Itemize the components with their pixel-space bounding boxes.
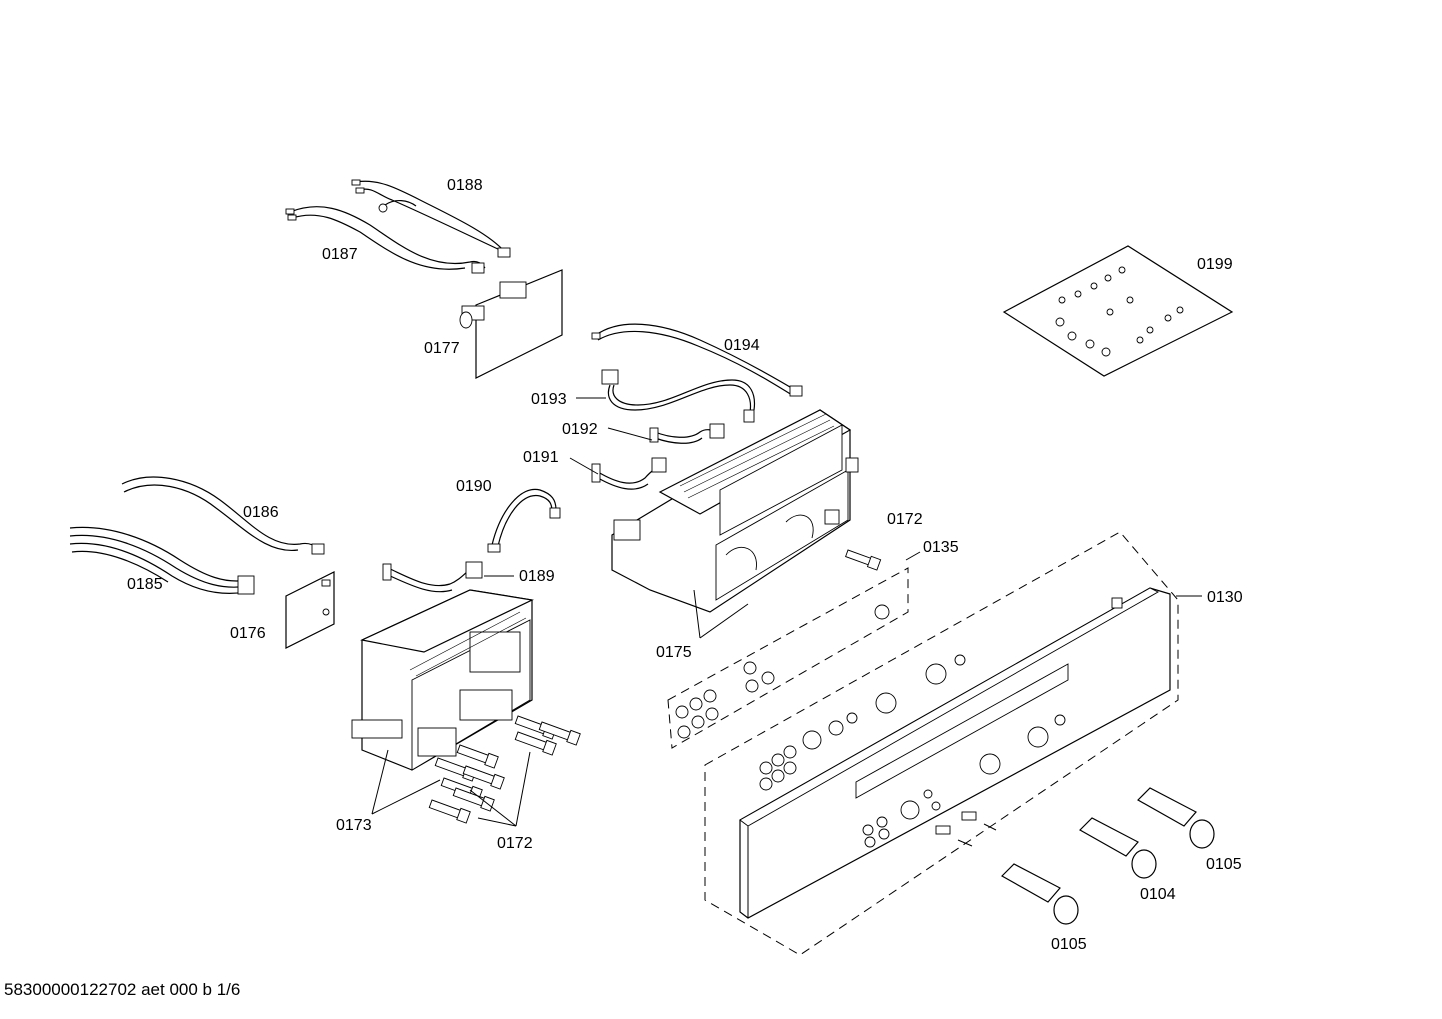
control-board-0177 — [459, 269, 563, 379]
label-0192: 0192 — [562, 421, 598, 438]
label-0187: 0187 — [322, 246, 358, 263]
knob-0104 — [1079, 817, 1157, 879]
screw-bag-0199 — [1002, 245, 1234, 377]
front-panel-0130 — [704, 531, 1179, 956]
label-0188: 0188 — [447, 177, 483, 194]
wire-harness-0192 — [649, 423, 725, 444]
label-0175: 0175 — [656, 644, 692, 661]
leader-lines — [371, 397, 1202, 827]
label-0176: 0176 — [230, 625, 266, 642]
label-0193: 0193 — [531, 391, 567, 408]
wire-harness-0189 — [382, 561, 483, 593]
label-0199: 0199 — [1197, 256, 1233, 273]
wire-harness-0193 — [601, 369, 756, 423]
drawing-reference-footer: 58300000122702 aet 000 b 1/6 — [4, 980, 241, 999]
label-0130: 0130 — [1207, 589, 1243, 606]
label-0172-bottom: 0172 — [497, 835, 533, 852]
label-0191: 0191 — [523, 449, 559, 466]
knob-0105-a — [1137, 787, 1215, 849]
label-0135: 0135 — [923, 539, 959, 556]
label-0186: 0186 — [243, 504, 279, 521]
control-module-right — [611, 409, 882, 613]
label-0105-bottom: 0105 — [1051, 936, 1087, 953]
button-set-0135 — [667, 567, 909, 749]
wire-harness-0190 — [487, 488, 561, 553]
label-0190: 0190 — [456, 478, 492, 495]
label-0177: 0177 — [424, 340, 460, 357]
label-0173: 0173 — [336, 817, 372, 834]
wire-harness-0185 — [69, 526, 255, 595]
knob-0105-b — [1001, 863, 1079, 925]
wire-harness-0191 — [591, 457, 667, 490]
wire-harness-0194 — [591, 323, 803, 397]
label-0189: 0189 — [519, 568, 555, 585]
label-0105-right: 0105 — [1206, 856, 1242, 873]
wire-harness-0187 — [285, 206, 486, 274]
label-0104: 0104 — [1140, 886, 1176, 903]
control-module-left — [351, 589, 534, 771]
label-0172-top: 0172 — [887, 511, 923, 528]
board-0176 — [285, 571, 335, 649]
wire-harness-0186 — [121, 476, 325, 555]
wire-harness-0188 — [351, 179, 511, 258]
label-0194: 0194 — [724, 337, 760, 354]
label-0185: 0185 — [127, 576, 163, 593]
